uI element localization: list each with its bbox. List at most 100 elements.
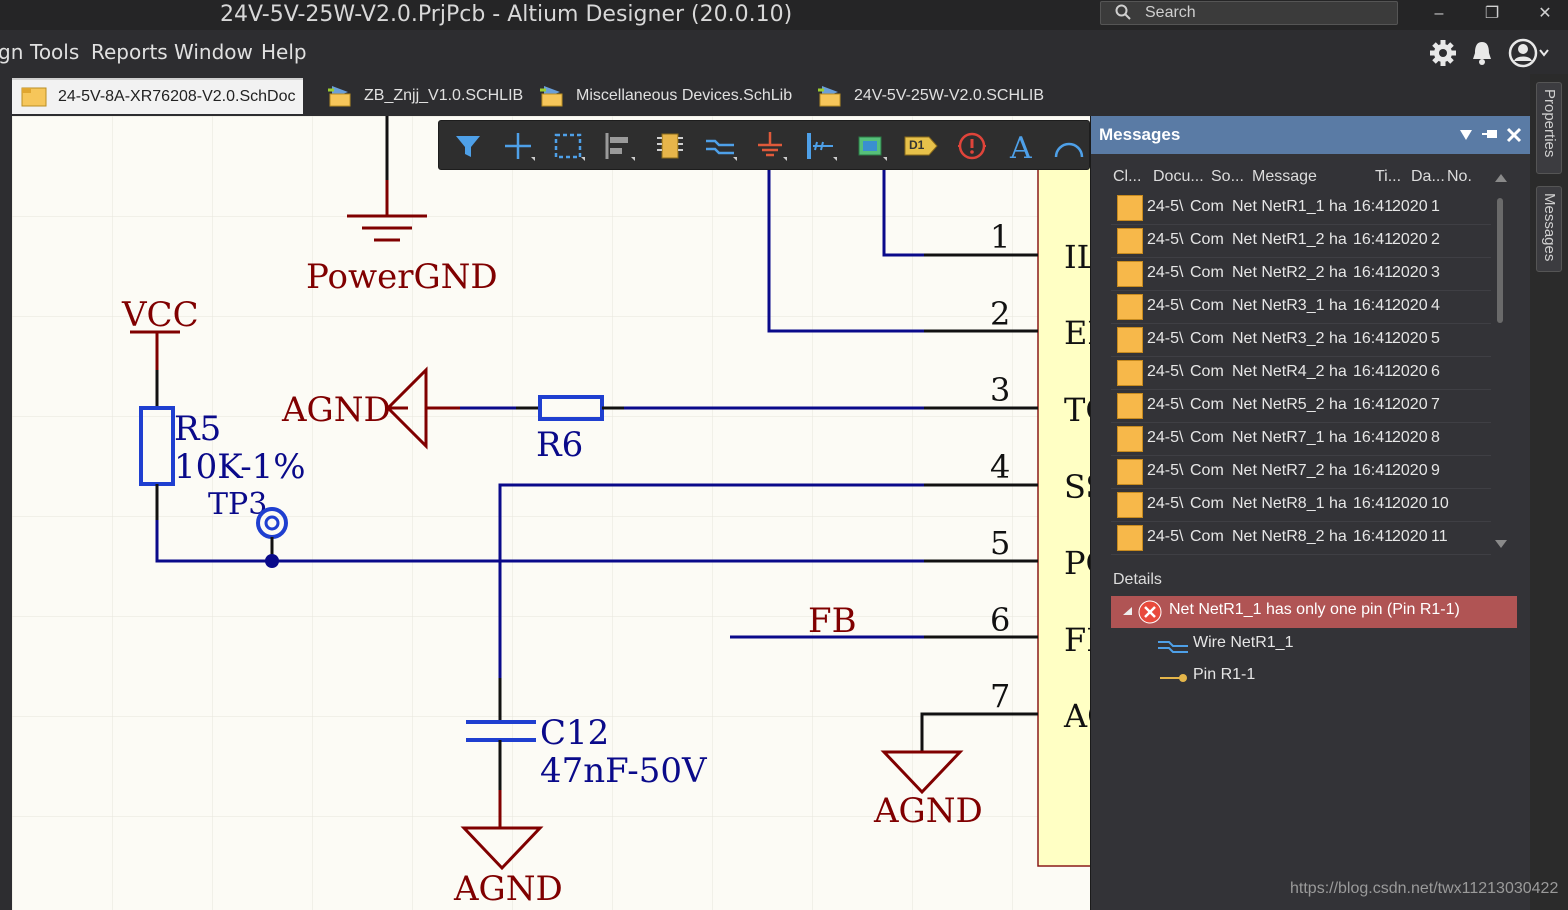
detail-pin-text: Pin R1-1 xyxy=(1193,666,1256,683)
message-date: 2020 xyxy=(1392,297,1428,314)
message-class-icon xyxy=(1117,294,1143,320)
close-button[interactable]: ✕ xyxy=(1538,5,1552,22)
wire-net-5[interactable] xyxy=(155,520,924,563)
schematic-canvas[interactable]: PowerGND VCC R5 10K-1% TP3 xyxy=(12,116,1090,910)
wire-net-4[interactable] xyxy=(498,483,924,678)
part-icon[interactable] xyxy=(653,129,687,163)
agnd-symbol-pin7[interactable] xyxy=(880,712,964,795)
directive-icon[interactable] xyxy=(955,129,989,163)
search-input[interactable]: Search xyxy=(1100,1,1398,25)
menu-reports[interactable]: Reports xyxy=(91,40,168,64)
message-date: 2020 xyxy=(1392,462,1428,479)
column-header-time[interactable]: Ti... xyxy=(1375,168,1402,185)
menu-design[interactable]: gn xyxy=(0,40,24,64)
detail-wire-text: Wire NetR1_1 xyxy=(1193,634,1294,651)
message-time: 16:41 xyxy=(1353,528,1393,545)
user-icon[interactable] xyxy=(1508,38,1550,68)
message-number: 4 xyxy=(1431,297,1440,314)
messages-panel: Messages Cl... Docu... So... Message Ti.… xyxy=(1090,116,1531,910)
arc-icon[interactable] xyxy=(1051,129,1085,163)
pin-icon[interactable] xyxy=(1481,127,1499,143)
port-shape xyxy=(904,136,938,156)
column-header-source[interactable]: So... xyxy=(1211,168,1244,185)
tab-schlib-1[interactable]: ZB_Znjj_V1.0.SCHLIB xyxy=(318,78,531,114)
select-icon[interactable] xyxy=(551,129,585,163)
column-header-number[interactable]: No. xyxy=(1447,168,1472,185)
text-icon[interactable]: A xyxy=(1005,129,1039,163)
properties-panel-tab[interactable]: Properties xyxy=(1536,82,1562,174)
column-header-message[interactable]: Message xyxy=(1252,168,1317,185)
message-number: 5 xyxy=(1431,330,1440,347)
message-time: 16:41 xyxy=(1353,396,1393,413)
scroll-up-icon[interactable] xyxy=(1494,172,1508,184)
agnd-label-c12: AGND xyxy=(453,869,563,909)
tab-label: 24-5V-8A-XR76208-V2.0.SchDoc xyxy=(58,88,296,105)
pin-number-3: 3 xyxy=(990,371,1010,409)
scroll-down-icon[interactable] xyxy=(1494,538,1508,550)
message-number: 11 xyxy=(1431,528,1448,545)
detail-pin-row[interactable]: Pin R1-1 xyxy=(1157,662,1457,692)
harness-icon[interactable] xyxy=(853,129,887,163)
close-icon[interactable] xyxy=(1505,126,1523,144)
collapse-triangle-icon[interactable] xyxy=(1121,606,1133,616)
wire-net-2[interactable] xyxy=(767,166,924,333)
resistor-r5[interactable] xyxy=(139,406,175,520)
message-number: 7 xyxy=(1431,396,1440,413)
minimize-button[interactable]: – xyxy=(1434,5,1444,22)
agnd-port-symbol[interactable] xyxy=(385,366,460,450)
port-icon[interactable]: D1 xyxy=(903,129,943,163)
active-bar-toolbar: D1 A xyxy=(438,120,1090,170)
fb-net-label: FB xyxy=(808,601,857,641)
search-placeholder: Search xyxy=(1145,4,1196,21)
align-icon[interactable] xyxy=(601,129,635,163)
gear-icon[interactable] xyxy=(1428,38,1458,68)
restore-button[interactable]: ❐ xyxy=(1484,5,1500,22)
capacitor-c12[interactable] xyxy=(466,678,536,828)
bell-icon[interactable] xyxy=(1467,38,1497,68)
move-icon[interactable] xyxy=(501,129,535,163)
tab-schdoc[interactable]: 24-5V-8A-XR76208-V2.0.SchDoc xyxy=(12,78,304,114)
ic-body[interactable] xyxy=(1037,165,1090,867)
power-port-icon[interactable] xyxy=(753,129,787,163)
messages-panel-tab[interactable]: Messages xyxy=(1536,186,1562,272)
schematic-sheet[interactable]: PowerGND VCC R5 10K-1% TP3 xyxy=(12,116,1090,910)
message-source: Com xyxy=(1190,396,1224,413)
ic-pins[interactable] xyxy=(924,253,1038,716)
agnd-symbol-c12[interactable] xyxy=(460,826,544,871)
detail-error-row[interactable]: Net NetR1_1 has only one pin (Pin R1-1) xyxy=(1111,596,1517,628)
test-point-tp3[interactable] xyxy=(256,507,288,568)
messages-table: Cl... Docu... So... Message Ti... Da... … xyxy=(1111,168,1519,558)
menu-help[interactable]: Help xyxy=(261,40,307,64)
details-section: Details Net NetR1_1 has only one pin (Pi… xyxy=(1111,566,1519,910)
resistor-r6[interactable] xyxy=(516,395,624,421)
vcc-symbol[interactable] xyxy=(130,330,180,408)
bus-icon[interactable] xyxy=(803,129,837,163)
vertical-scrollbar[interactable] xyxy=(1497,198,1503,323)
menu-tools[interactable]: Tools xyxy=(30,40,80,64)
wire-icon[interactable] xyxy=(703,129,737,163)
wire-net-1[interactable] xyxy=(882,166,924,257)
tab-schlib-3[interactable]: 24V-5V-25W-V2.0.SCHLIB xyxy=(808,78,1052,114)
detail-wire-row[interactable]: Wire NetR1_1 xyxy=(1157,630,1457,660)
tab-schlib-2[interactable]: Miscellaneous Devices.SchLib xyxy=(530,78,800,114)
column-header-document[interactable]: Docu... xyxy=(1153,168,1204,185)
column-header-date[interactable]: Da... xyxy=(1411,168,1445,185)
filter-icon[interactable] xyxy=(451,129,485,163)
menu-window[interactable]: Window xyxy=(174,40,253,64)
column-header-class[interactable]: Cl... xyxy=(1113,168,1142,185)
dropdown-triangle-icon[interactable] xyxy=(1458,127,1474,143)
message-date: 2020 xyxy=(1392,528,1428,545)
power-gnd-symbol[interactable] xyxy=(347,116,427,242)
message-time: 16:41 xyxy=(1353,297,1393,314)
